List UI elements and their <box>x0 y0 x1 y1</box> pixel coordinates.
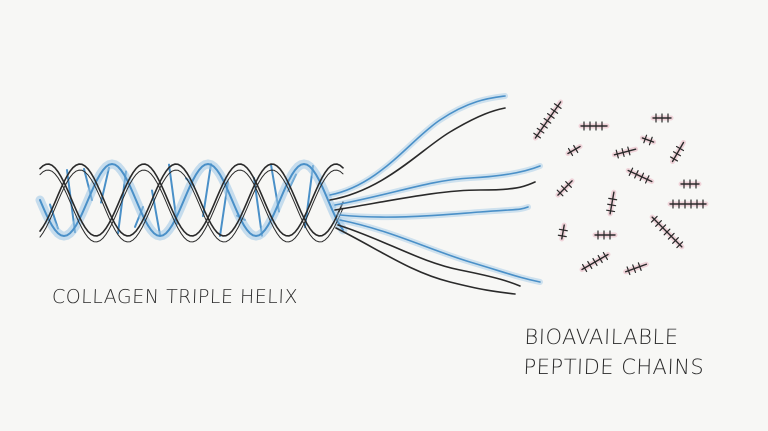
unraveled-fiber <box>334 165 541 206</box>
peptide-chain <box>667 199 709 209</box>
peptide-tick <box>672 151 682 157</box>
helix-label: COLLAGEN TRIPLE HELIX <box>51 286 299 308</box>
peptide-chain <box>639 134 657 146</box>
peptide-tick <box>637 262 642 271</box>
peptide-tick <box>607 203 617 207</box>
peptide-tick <box>650 215 658 223</box>
peptide-tick <box>626 266 631 276</box>
peptide-chain <box>678 179 702 189</box>
helix-strands <box>35 159 348 243</box>
strand-black-2 <box>39 163 344 237</box>
peptide-tick <box>573 144 579 154</box>
peptides-label-line1: BIOAVAILABLE <box>524 325 679 349</box>
peptides-label-line2: PEPTIDE CHAINS <box>523 355 705 379</box>
peptide-tick <box>608 197 618 201</box>
peptide-tick <box>663 228 671 236</box>
peptide-tick <box>634 170 639 179</box>
peptide-tick <box>639 172 645 182</box>
peptide-chain <box>611 146 639 159</box>
peptide-chain <box>565 144 583 157</box>
peptide-tick <box>553 103 562 109</box>
peptide-fragments <box>532 99 709 276</box>
peptide-tick <box>644 175 650 184</box>
unraveled-fiber <box>329 95 506 196</box>
peptide-backbone <box>613 148 637 156</box>
peptide-tick <box>597 254 603 264</box>
peptide-tick <box>582 263 588 273</box>
unraveled-fiber <box>329 107 506 201</box>
peptide-tick <box>550 108 559 114</box>
peptide-tick <box>672 237 679 244</box>
peptide-tick <box>675 145 685 152</box>
peptide-backbone <box>609 191 615 215</box>
unraveled-fiber <box>339 219 541 283</box>
peptide-tick <box>557 234 567 238</box>
peptide-chain <box>579 251 611 273</box>
peptide-chain <box>555 178 575 198</box>
peptide-backbone <box>671 141 685 163</box>
peptide-chain <box>557 222 568 242</box>
peptide-tick <box>533 132 541 139</box>
unraveled-fibers <box>327 93 543 295</box>
strand-blue <box>39 162 344 238</box>
peptide-tick <box>648 136 653 146</box>
peptide-tick <box>606 209 616 213</box>
peptide-tick <box>667 232 675 240</box>
peptide-chain <box>649 214 685 250</box>
peptide-backbone <box>534 101 562 139</box>
peptide-tick <box>587 260 593 270</box>
strand-black-1b <box>39 169 344 243</box>
peptide-chain <box>592 230 618 240</box>
peptide-tick <box>558 228 568 232</box>
peptide-backbone <box>627 169 653 183</box>
peptide-tick <box>659 224 667 232</box>
peptide-tick <box>621 148 625 157</box>
peptide-chain <box>650 113 674 123</box>
peptide-chain <box>578 121 610 131</box>
peptide-tick <box>643 134 648 144</box>
peptide-tick <box>565 181 572 188</box>
peptides-label: BIOAVAILABLE PEPTIDE CHAINS <box>523 322 706 382</box>
helix-rung <box>202 163 212 218</box>
unraveled-fiber <box>337 224 521 287</box>
peptide-tick <box>602 251 608 261</box>
peptide-tick <box>536 127 545 134</box>
peptide-tick <box>628 167 634 176</box>
peptide-backbone <box>641 137 655 143</box>
peptide-chain <box>623 261 649 276</box>
peptide-tick <box>560 185 568 193</box>
strand-black-2b <box>39 169 344 243</box>
unraveled-fiber <box>339 206 529 218</box>
peptide-tick <box>546 113 555 119</box>
peptide-tick <box>669 156 679 162</box>
peptide-tick <box>556 189 564 197</box>
peptide-chain <box>625 167 655 184</box>
peptide-backbone <box>567 145 581 155</box>
peptide-tick <box>567 147 574 157</box>
peptide-chain <box>669 139 686 165</box>
strand-black-1 <box>39 163 344 237</box>
peptide-tick <box>615 149 619 159</box>
peptide-tick <box>543 117 552 124</box>
peptide-chain <box>606 189 618 217</box>
peptide-tick <box>627 146 631 156</box>
peptide-backbone <box>624 263 648 273</box>
peptide-tick <box>592 257 598 267</box>
peptide-tick <box>540 122 548 129</box>
unraveled-fiber <box>334 181 536 211</box>
peptide-chain <box>532 99 564 141</box>
unraveled-fiber <box>335 227 516 295</box>
peptide-tick <box>655 220 662 227</box>
peptide-tick <box>632 264 637 274</box>
helix-region <box>35 93 543 295</box>
peptide-tick <box>676 241 684 249</box>
peptide-backbone <box>561 224 565 240</box>
